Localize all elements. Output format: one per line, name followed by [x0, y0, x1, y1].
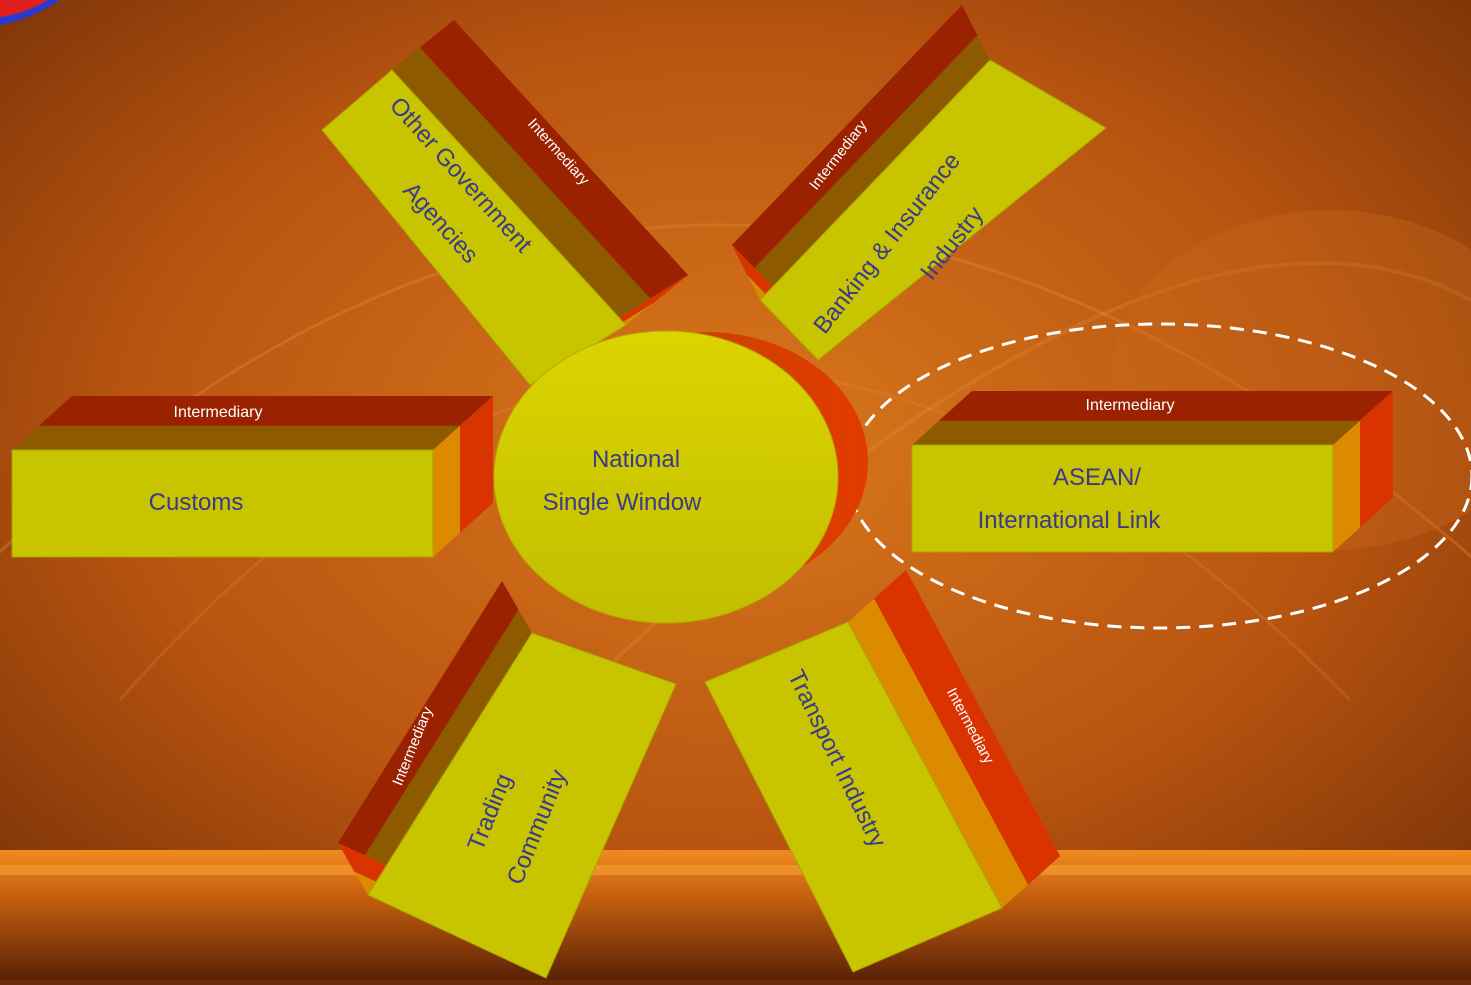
intermediary-label: Intermediary — [174, 404, 263, 421]
block-front-face — [321, 69, 627, 386]
customs-label-line1: Customs — [149, 489, 244, 516]
block-front-face — [11, 449, 434, 558]
block-front-face — [704, 621, 1003, 973]
asean-highlight-ellipse — [846, 322, 1471, 630]
intermediary-label: Intermediary — [1086, 397, 1175, 414]
center-label-line1: National — [592, 446, 680, 473]
center-label-line2: Single Window — [543, 489, 702, 516]
national-single-window-disc: National Single Window — [493, 330, 868, 624]
asean-label-line2: International Link — [978, 507, 1162, 534]
block-front-face — [367, 632, 677, 979]
block-front-face — [911, 444, 1334, 553]
block-front-face — [759, 59, 1107, 361]
asean-label-line1: ASEAN/ — [1053, 464, 1141, 491]
